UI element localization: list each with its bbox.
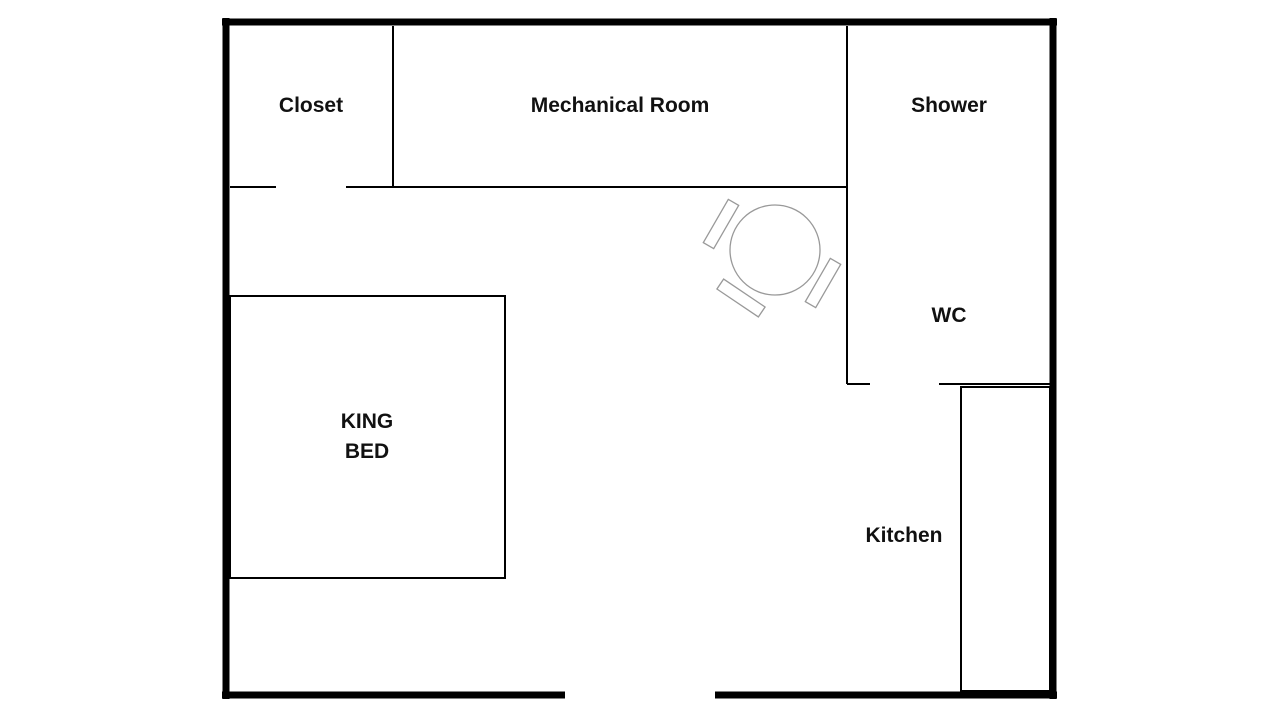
dining-table <box>729 204 821 296</box>
dining-table-set <box>702 198 842 318</box>
inner-walls <box>229 26 1051 692</box>
room-label-mechanical-room: Mechanical Room <box>530 94 710 117</box>
outer-walls <box>222 18 1057 699</box>
bed-label-line1: KING <box>340 410 394 433</box>
room-label-king-bed: KING BED <box>341 407 394 467</box>
room-label-kitchen: Kitchen <box>865 524 943 547</box>
bed-label-line2: BED <box>344 440 390 463</box>
chair <box>716 278 766 318</box>
room-label-closet: Closet <box>278 94 344 117</box>
chair <box>702 198 740 250</box>
king-bed <box>229 295 506 579</box>
kitchen-counter <box>960 386 1051 692</box>
room-label-wc: WC <box>931 304 967 327</box>
room-label-shower: Shower <box>911 94 987 117</box>
chair <box>804 257 842 309</box>
